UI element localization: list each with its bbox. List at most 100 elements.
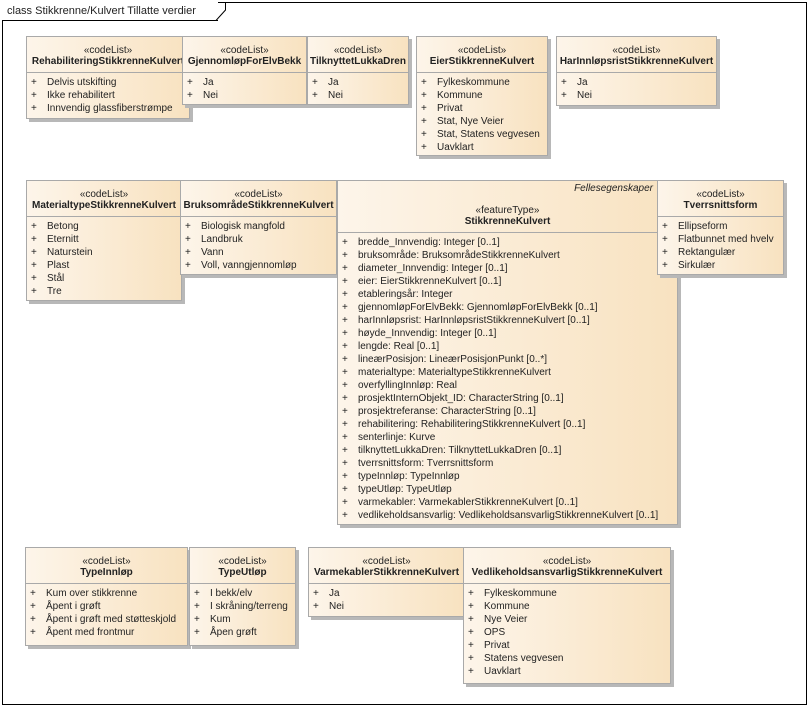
package-tag: Fellesegenskaper (574, 183, 653, 194)
public-visibility-icon: + (468, 653, 474, 664)
public-visibility-icon: + (468, 640, 474, 651)
attribute-list: +Betong+Eternitt+Naturstein+Plast+Stål+T… (27, 217, 181, 298)
item-label: overfyllingInnløp: Real (358, 380, 457, 391)
item-label: bredde_Innvendig: Integer [0..1] (358, 237, 500, 248)
public-visibility-icon: + (194, 614, 200, 625)
item-label: bruksområde: BruksområdeStikkrenneKulver… (358, 250, 560, 261)
stereotype: «codeList» (83, 45, 133, 56)
item-label: Åpent i grøft (46, 601, 101, 612)
attribute-list: +I bekk/elv+I skråning/terreng+Kum+Åpen … (190, 584, 295, 639)
public-visibility-icon: + (194, 601, 200, 612)
list-item: +Tre (27, 285, 181, 298)
list-item: +Kommune (417, 89, 547, 102)
list-item: +Uavklart (464, 665, 670, 678)
list-item: +Fylkeskommune (464, 587, 670, 600)
item-label: Fylkeskommune (437, 77, 510, 88)
class-harinn[interactable]: «codeList»HarInnløpsristStikkrenneKulver… (556, 36, 717, 106)
public-visibility-icon: + (194, 627, 200, 638)
class-header: «codeList»BruksområdeStikkrenneKulvert (181, 181, 336, 217)
class-vedl[interactable]: «codeList»VedlikeholdsansvarligStikkrenn… (463, 547, 671, 684)
list-item: +Stål (27, 272, 181, 285)
item-label: senterlinje: Kurve (358, 432, 436, 443)
item-label: Kum over stikkrenne (46, 588, 138, 599)
public-visibility-icon: + (342, 484, 348, 495)
list-item: +OPS (464, 626, 670, 639)
list-item: + I skråning/terreng (190, 600, 295, 613)
item-label: lineærPosisjon: LineærPosisjonPunkt [0..… (358, 354, 547, 365)
list-item: +Ja (308, 76, 408, 89)
list-item: +prosjektInternObjekt_ID: CharacterStrin… (338, 392, 677, 405)
class-header: «codeList»TypeUtløp (190, 548, 295, 584)
list-item: + eier: EierStikkrenneKulvert [0..1] (338, 275, 677, 288)
item-label: Ikke rehabilitert (47, 90, 115, 101)
attribute-list: +Ja+Nei (309, 584, 464, 613)
stereotype: «codeList» (220, 45, 269, 56)
item-label: Flatbunnet med hvelv (678, 234, 774, 245)
public-visibility-icon: + (312, 90, 318, 101)
public-visibility-icon: + (342, 237, 348, 248)
public-visibility-icon: + (662, 247, 668, 258)
item-label: eier: EierStikkrenneKulvert [0..1] (358, 276, 502, 287)
class-eier[interactable]: «codeList»EierStikkrenneKulvert+Fylkesko… (416, 36, 548, 156)
public-visibility-icon: + (421, 77, 427, 88)
class-name: GjennomløpForElvBekk (187, 56, 302, 67)
public-visibility-icon: + (342, 497, 348, 508)
list-item: +tilknyttetLukkaDren: TilknyttetLukkaDre… (338, 444, 677, 457)
list-item: +Ja (183, 76, 306, 89)
public-visibility-icon: + (30, 588, 36, 599)
public-visibility-icon: + (468, 588, 474, 599)
class-tilk[interactable]: «codeList»TilknyttetLukkaDren+Ja+Nei (307, 36, 409, 105)
class-rehab[interactable]: «codeList»RehabiliteringStikkrenneKulver… (26, 36, 190, 119)
class-header: «codeList»HarInnløpsristStikkrenneKulver… (557, 37, 716, 73)
public-visibility-icon: + (342, 393, 348, 404)
public-visibility-icon: + (342, 458, 348, 469)
class-gjennom[interactable]: «codeList»GjennomløpForElvBekk +Ja+ Nei (182, 36, 307, 105)
list-item: +Delvis utskifting (27, 76, 189, 89)
public-visibility-icon: + (662, 221, 668, 232)
item-label: etableringsår: Integer (358, 289, 453, 300)
public-visibility-icon: + (342, 328, 348, 339)
item-label: Landbruk (201, 234, 243, 245)
attribute-list: +Ellipseform+Flatbunnet med hvelv+Rektan… (658, 217, 783, 272)
public-visibility-icon: + (342, 276, 348, 287)
class-name: MaterialtypeStikkrenneKulvert (32, 200, 176, 211)
item-label: Åpent med frontmur (46, 627, 135, 638)
public-visibility-icon: + (342, 341, 348, 352)
item-label: typeInnløp: TypeInnløp (358, 471, 460, 482)
list-item: +Landbruk (181, 233, 336, 246)
list-item: +Ikke rehabilitert (27, 89, 189, 102)
class-tut[interactable]: «codeList»TypeUtløp+I bekk/elv+I skrånin… (189, 547, 296, 646)
list-item: +Åpent med frontmur (26, 626, 187, 639)
list-item: +rehabilitering: RehabiliteringStikkrenn… (338, 418, 677, 431)
item-label: I skråning/terreng (210, 601, 288, 612)
public-visibility-icon: + (421, 103, 427, 114)
list-item: +Sirkulær (658, 259, 783, 272)
diagram-title: class Stikkrenne/Kulvert Tillatte verdie… (2, 2, 218, 21)
class-name: VedlikeholdsansvarligStikkrenneKulvert (471, 567, 663, 578)
public-visibility-icon: + (342, 367, 348, 378)
item-label: Nei (203, 90, 219, 101)
class-varme[interactable]: «codeList»VarmekablerStikkrenneKulvert+J… (308, 547, 465, 617)
class-stikk[interactable]: Fellesegenskaper«featureType»StikkrenneK… (337, 180, 678, 525)
list-item: +Uavklart (417, 141, 547, 154)
class-header: «codeList»VarmekablerStikkrenneKulvert (309, 548, 464, 584)
public-visibility-icon: + (468, 627, 474, 638)
stereotype: «codeList» (234, 189, 283, 200)
list-item: +Stat, Nye Veier (417, 115, 547, 128)
class-bruk[interactable]: «codeList»BruksområdeStikkrenneKulvert+B… (180, 180, 337, 275)
item-label: Delvis utskifting (47, 77, 117, 88)
class-header: «codeList»GjennomløpForElvBekk (183, 37, 306, 73)
item-label: Biologisk mangfold (201, 221, 285, 232)
list-item: +Eternitt (27, 233, 181, 246)
class-name: Tverrsnittsform (683, 200, 758, 211)
list-item: +Stat, Statens vegvesen (417, 128, 547, 141)
list-item: +Vann (181, 246, 336, 259)
list-item: +Biologisk mangfold (181, 220, 336, 233)
class-tverr[interactable]: «codeList»Tverrsnittsform+Ellipseform+Fl… (657, 180, 784, 275)
class-tinn[interactable]: «codeList»TypeInnløp+Kum over stikkrenne… (25, 547, 188, 646)
public-visibility-icon: + (185, 247, 191, 258)
public-visibility-icon: + (187, 77, 193, 88)
stereotype: «codeList» (333, 45, 383, 56)
class-mat[interactable]: «codeList»MaterialtypeStikkrenneKulvert+… (26, 180, 182, 301)
list-item: +etableringsår: Integer (338, 288, 677, 301)
